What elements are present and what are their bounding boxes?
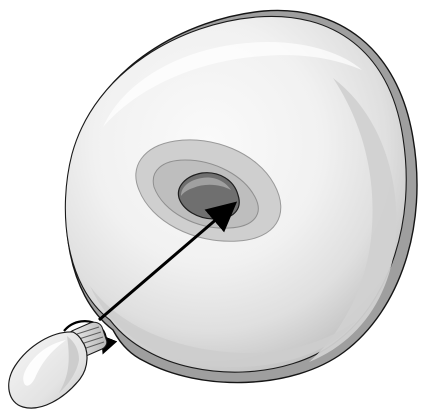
light-bulb [9, 322, 107, 408]
